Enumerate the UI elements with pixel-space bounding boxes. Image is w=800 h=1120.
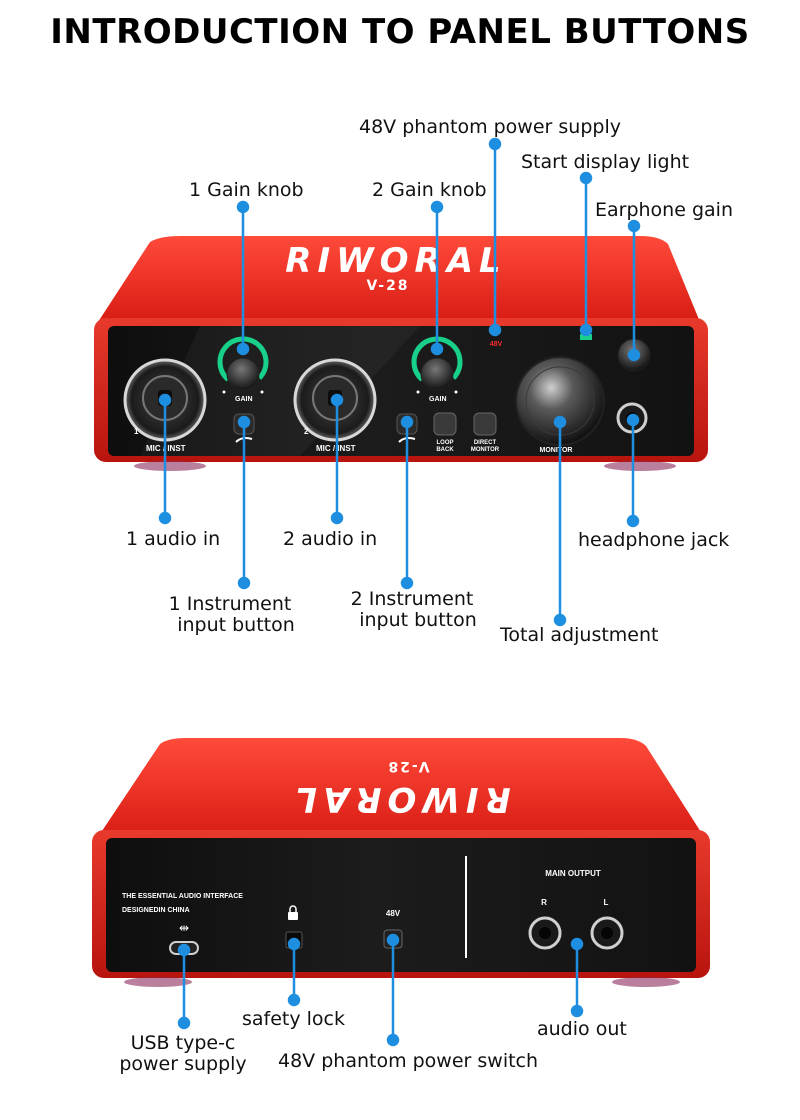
- page-title: INTRODUCTION TO PANEL BUTTONS: [50, 12, 750, 52]
- svg-text:GAIN: GAIN: [429, 396, 447, 403]
- label-48v-phantom-supply: 48V phantom power supply: [359, 116, 621, 138]
- label-instrument-button-2: 2 Instrument input button: [350, 588, 477, 631]
- svg-text:MONITOR: MONITOR: [471, 447, 500, 453]
- brand-logo-rear: RIWORAL: [289, 779, 510, 819]
- label-start-display-light: Start display light: [521, 151, 690, 173]
- model-logo-rear: V-28: [386, 758, 429, 774]
- front-callouts: [158, 137, 641, 627]
- svg-text:⇹: ⇹: [179, 921, 189, 935]
- svg-text:MONITOR: MONITOR: [540, 447, 573, 454]
- rear-designed: DESIGNEDIN CHINA: [122, 907, 190, 914]
- model-logo-front: V-28: [366, 278, 409, 294]
- svg-text:2: 2: [304, 427, 309, 436]
- label-48v-phantom-switch: 48V phantom power switch: [278, 1050, 539, 1072]
- label-audio-in-1: 1 audio in: [126, 528, 221, 550]
- svg-text:DIRECT: DIRECT: [474, 440, 497, 446]
- brand-logo-front: RIWORAL: [285, 241, 506, 281]
- main-output-label: MAIN OUTPUT: [545, 869, 601, 878]
- label-audio-out: audio out: [537, 1018, 627, 1040]
- svg-text:R: R: [541, 898, 547, 907]
- label-total-adjustment: Total adjustment: [500, 624, 659, 646]
- direct-monitor-button: [473, 412, 497, 436]
- gain-knob-1: [226, 357, 260, 391]
- usb-led: [580, 334, 592, 340]
- loop-back-button: [433, 412, 457, 436]
- label-earphone-gain: Earphone gain: [595, 199, 733, 221]
- label-gain-knob-1: 1 Gain knob: [189, 179, 304, 201]
- front-top-lid: [98, 236, 700, 322]
- svg-text:1: 1: [134, 427, 139, 436]
- rear-top-lid: [96, 738, 706, 840]
- label-audio-in-2: 2 audio in: [283, 528, 378, 550]
- label-usb-type-c: USB type-c power supply: [119, 1032, 247, 1075]
- label-instrument-button-1: 1 Instrument input button: [168, 593, 295, 636]
- lock-icon: [288, 905, 298, 920]
- svg-text:LOOP: LOOP: [436, 440, 453, 446]
- svg-text:L: L: [604, 898, 609, 907]
- rear-tagline: THE ESSENTIAL AUDIO INTERFACE: [122, 893, 243, 900]
- label-headphone-jack: headphone jack: [578, 529, 730, 551]
- label-gain-knob-2: 2 Gain knob: [372, 179, 487, 201]
- led-48v: 48V: [490, 341, 503, 348]
- svg-text:BACK: BACK: [436, 447, 454, 453]
- rear-callouts: [177, 933, 584, 1047]
- label-safety-lock: safety lock: [242, 1008, 346, 1030]
- rear-48v-label: 48V: [386, 909, 401, 918]
- svg-text:GAIN: GAIN: [235, 396, 253, 403]
- gain-knob-2: [420, 357, 454, 391]
